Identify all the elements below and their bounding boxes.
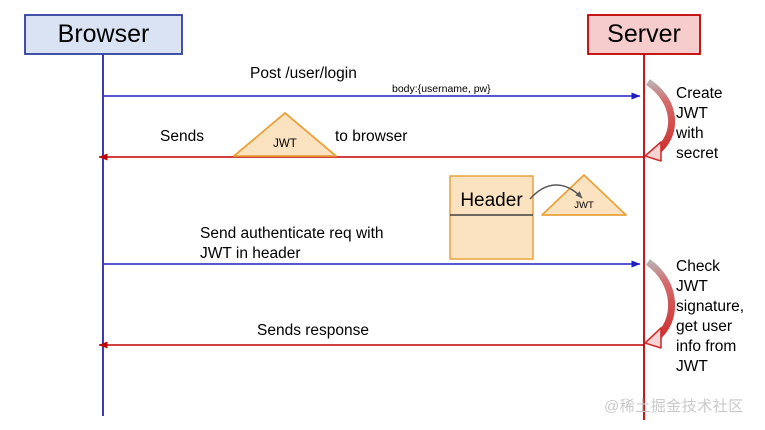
message-label-sends-response: Sends response: [257, 322, 370, 339]
note-create-jwt-line-2: JWT: [676, 105, 708, 122]
server-actor-box: [587, 14, 701, 55]
note-check-jwt-line-5: info from: [676, 338, 737, 355]
message-sublabel-post-login-body: body:{username, pw}: [392, 83, 491, 95]
jwt-token-label-1: JWT: [273, 138, 297, 150]
jwt-token-triangle-1: [233, 112, 337, 157]
note-create-jwt-line-4: secret: [676, 145, 719, 162]
message-label-sends-jwt-suffix: to browser: [335, 128, 408, 145]
note-check-jwt-line-2: JWT: [676, 278, 708, 295]
note-check-jwt-line-3: signature,: [676, 298, 745, 315]
message-label-sends-jwt-prefix: Sends: [160, 128, 204, 145]
note-create-jwt-line-3: with: [676, 125, 704, 142]
jwt-token-label-2: JWT: [574, 199, 594, 211]
watermark-label: @稀土掘金技术社区: [604, 398, 744, 415]
note-check-jwt-line-1: Check: [676, 258, 720, 275]
jwt-token-triangle-2: [541, 174, 627, 216]
header-box-label: Header: [460, 190, 523, 211]
note-create-jwt-line-1: Create: [676, 85, 723, 102]
note-check-jwt-line-6: JWT: [676, 358, 708, 375]
message-label-auth-request-line2: JWT in header: [200, 245, 301, 262]
message-label-post-login: Post /user/login: [250, 65, 357, 82]
server-actor-label: Server: [607, 20, 681, 48]
message-label-auth-request-line1: Send authenticate req with: [200, 225, 384, 242]
header-to-jwt-connector: [529, 184, 583, 200]
browser-actor-box: [24, 14, 183, 55]
create-jwt-curved-arrow: [644, 79, 675, 162]
check-jwt-curved-arrow: [644, 259, 676, 349]
browser-actor-label: Browser: [57, 20, 150, 48]
header-box-shape: [449, 175, 534, 260]
note-check-jwt-line-4: get user: [676, 318, 733, 335]
